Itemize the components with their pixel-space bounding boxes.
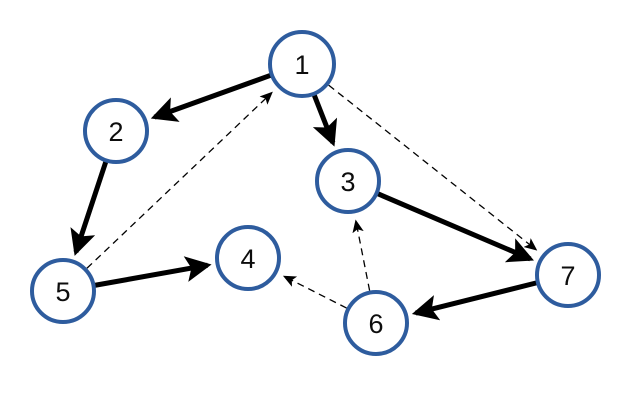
edge-7-to-6: [411, 280, 538, 321]
edge-6-to-3: [352, 219, 371, 291]
graph-node-4[interactable]: 4: [215, 225, 281, 291]
graph-node-3[interactable]: 3: [315, 148, 381, 214]
node-circle-1[interactable]: [268, 30, 336, 98]
graph-node-7[interactable]: 7: [535, 242, 601, 308]
edge-layer: [70, 72, 538, 321]
edge-6-to-4: [282, 275, 347, 309]
graph-node-5[interactable]: 5: [30, 258, 96, 324]
edge-1-to-7: [328, 84, 538, 251]
graph-node-1[interactable]: 1: [268, 30, 336, 98]
node-label-1: 1: [294, 50, 309, 80]
node-circle-6[interactable]: [343, 290, 409, 356]
edge-2-to-5: [70, 160, 109, 256]
node-circle-2[interactable]: [83, 98, 149, 164]
node-circle-4[interactable]: [215, 225, 281, 291]
node-label-6: 6: [368, 309, 383, 339]
node-layer: 1 2 3 4 5 6 7: [30, 30, 601, 356]
edge-5-to-1: [86, 91, 273, 269]
edge-1-to-2: [150, 72, 272, 122]
node-circle-3[interactable]: [315, 148, 381, 214]
graph-node-2[interactable]: 2: [83, 98, 149, 164]
node-label-7: 7: [560, 261, 575, 291]
node-label-4: 4: [240, 244, 255, 274]
node-label-3: 3: [340, 167, 355, 197]
edge-3-to-7: [376, 191, 534, 263]
node-label-5: 5: [55, 277, 70, 307]
node-circle-5[interactable]: [30, 258, 96, 324]
node-label-2: 2: [108, 117, 123, 147]
edge-1-to-3: [311, 93, 338, 147]
graph-node-6[interactable]: 6: [343, 290, 409, 356]
edge-5-to-4: [94, 256, 212, 288]
node-circle-7[interactable]: [535, 242, 601, 308]
